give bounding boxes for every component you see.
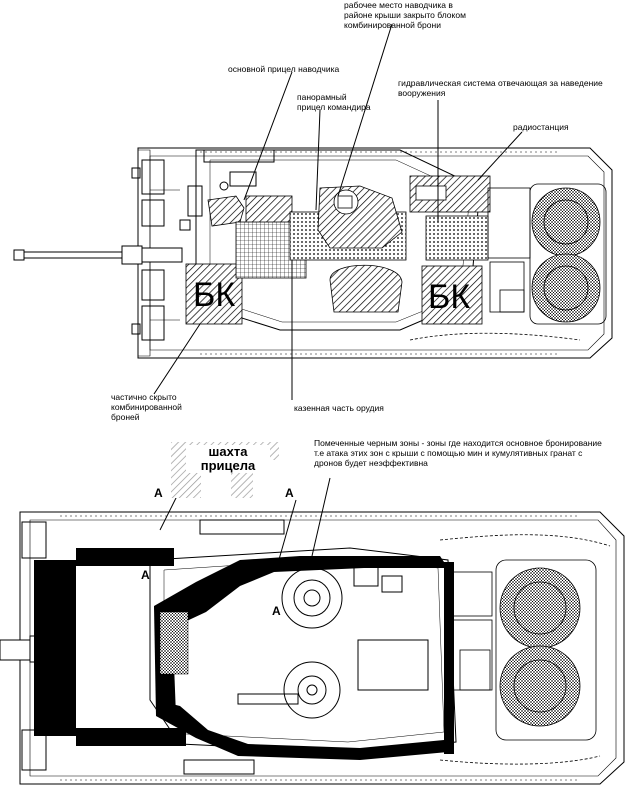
top-leader-lines (153, 23, 523, 400)
marker-a-2: А (285, 486, 294, 500)
bottom-armor-black (34, 548, 454, 760)
top-gun-barrel (13, 245, 183, 265)
bk-right-label: БК (428, 278, 470, 316)
label-black-zones-note: Помеченные черным зоны - зоны где находи… (314, 438, 602, 468)
marker-a-4: А (272, 604, 281, 618)
top-bk-labels: БК БК (193, 276, 470, 316)
marker-a-1: А (154, 486, 163, 500)
label-sight-shaft: шахта прицела (186, 445, 270, 473)
armor-strip-bottom (76, 728, 186, 746)
label-gunner-main-sight: основной прицел наводчика (228, 64, 340, 74)
label-partial-armor: частично скрыто комбинированной броней (111, 392, 182, 422)
label-gun-breech: казенная часть орудия (294, 403, 384, 413)
marker-a-3: А (141, 568, 150, 582)
sight-shaft-bottom (159, 611, 189, 675)
top-engine-deck (409, 183, 607, 341)
bottom-engine-deck (439, 534, 611, 765)
bottom-hull (19, 511, 625, 785)
label-radio-station: радиостанция (513, 122, 569, 132)
bk-left-label: БК (193, 276, 235, 314)
label-gunner-workplace: рабочее место наводчика в районе крыши з… (344, 0, 466, 30)
armor-front-block (34, 560, 76, 736)
label-commander-panoramic-sight: панорамный прицел командира (297, 92, 371, 112)
top-armor-zones (185, 175, 491, 325)
top-hull (131, 147, 613, 359)
label-hydraulic-system: гидравлическая система отвечающая за нав… (398, 78, 603, 98)
